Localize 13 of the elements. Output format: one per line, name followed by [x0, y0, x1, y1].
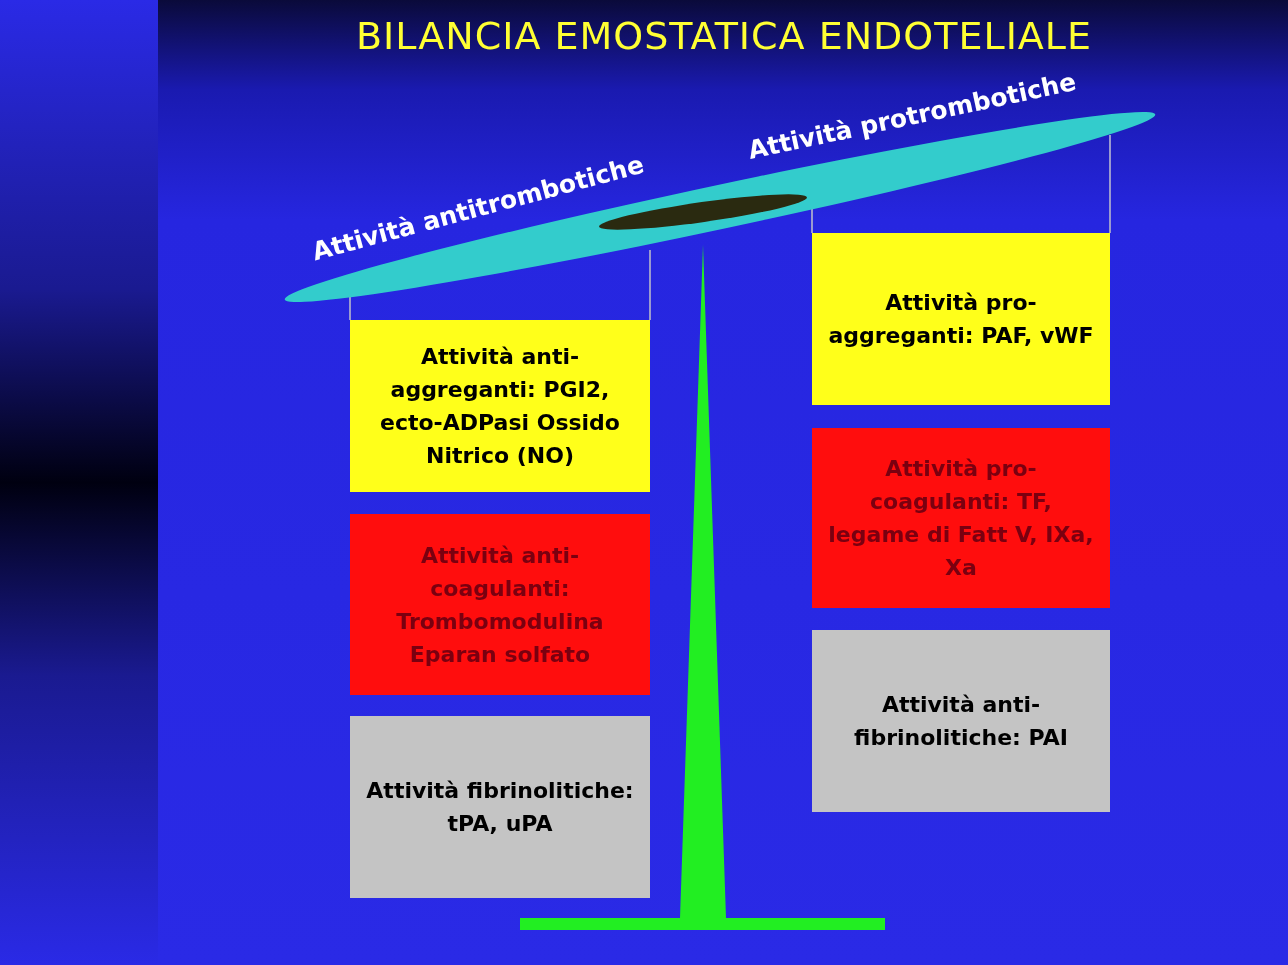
- activity-text: Attività anti-aggreganti: PGI2, ecto-ADPasi Ossido Nitrico (NO): [379, 343, 621, 470]
- activity-text: Attività pro-aggreganti: PAF, vWF: [827, 289, 1095, 350]
- activity-box: [812, 233, 1110, 405]
- activity-text: Attività pro-coagulanti: TF, legame di Fatt V, IXa, Xa: [827, 455, 1095, 582]
- activity-box: [812, 428, 1110, 608]
- activity-text: Attività anti-fibrinolitiche: PAI: [853, 691, 1069, 752]
- activity-text: Attività fibrinolitiche: tPA, uPA: [365, 777, 635, 838]
- activity-text: Attività anti-coagulanti: Trombomodulina Eparan solfato: [395, 541, 605, 669]
- activity-box: [350, 514, 650, 695]
- activity-box: [350, 320, 650, 492]
- activity-box: [350, 716, 650, 898]
- activity-box: [812, 630, 1110, 812]
- title: BILANCIA EMOSTATICA ENDOTELIALE: [354, 14, 1094, 58]
